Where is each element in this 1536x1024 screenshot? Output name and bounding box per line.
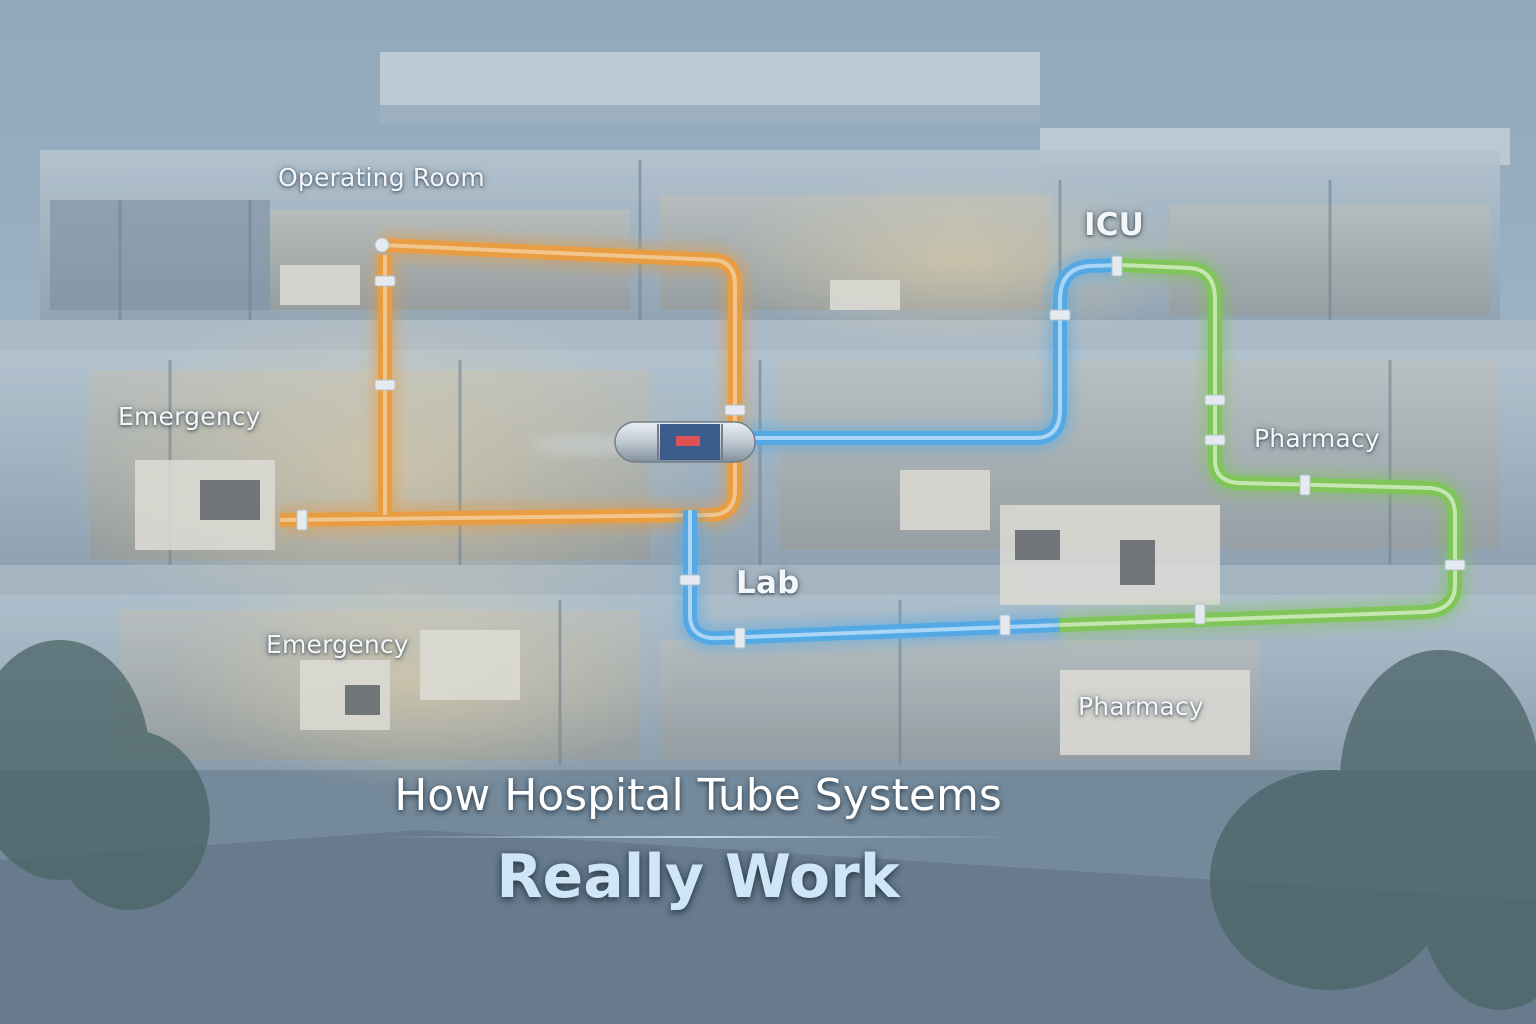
title-divider	[382, 836, 1014, 838]
label-lab: Lab	[736, 565, 800, 601]
title-line-1: How Hospital Tube Systems	[394, 770, 1002, 821]
trees	[0, 640, 1536, 1010]
tube-capsule	[530, 421, 756, 463]
label-emergency-lower: Emergency	[266, 630, 409, 659]
label-emergency-upper: Emergency	[118, 402, 261, 431]
label-icu: ICU	[1084, 207, 1145, 243]
label-pharmacy-lower: Pharmacy	[1078, 692, 1204, 721]
blue-tube-line	[677, 252, 1121, 652]
title-line-2: Really Work	[496, 842, 900, 912]
tube-couplers	[296, 237, 1466, 649]
green-tube-line	[1059, 252, 1468, 638]
label-operating-room: Operating Room	[278, 163, 485, 192]
label-pharmacy-upper: Pharmacy	[1254, 424, 1380, 453]
